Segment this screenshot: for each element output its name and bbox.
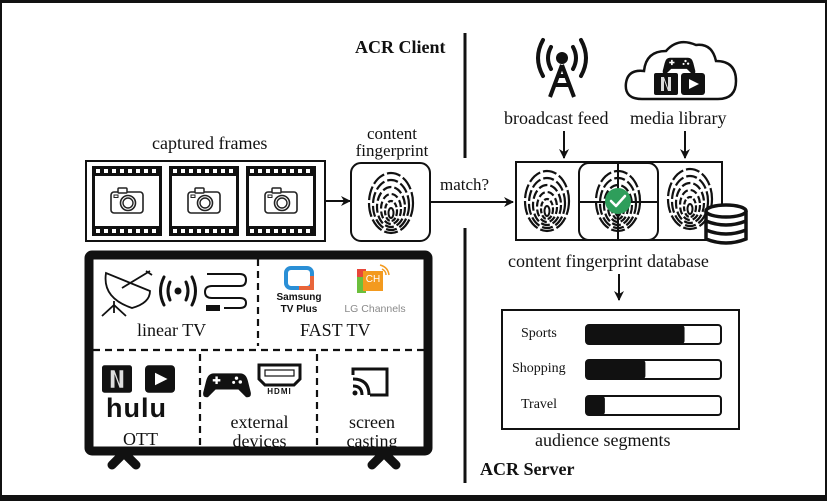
segment-bars [585,324,722,416]
segment-bar-fill-shopping [586,360,646,379]
segment-bar-fill-travel [586,396,605,415]
broadcast-signal-icon [159,275,197,307]
check-icon [609,194,627,208]
media-library-label: media library [630,108,727,128]
tv-screen-frame [84,250,433,456]
netflix-icon [102,365,132,393]
audience-segments-label: audience segments [535,430,671,450]
lg-ch-badge-text: CH [365,274,381,285]
linear-tv-label: linear TV [137,320,207,340]
film-frame-2 [169,166,239,236]
film-strip [85,160,326,242]
database-icon [704,203,748,245]
screen-casting-label-line1: screen [349,412,395,432]
segment-label-travel: Travel [521,397,558,412]
camera-icon [264,187,298,214]
segment-label-shopping: Shopping [512,361,566,376]
content-fingerprint-label-line2: fingerprint [355,141,429,160]
segment-bar-fill-sports [586,325,685,344]
lg-channels-logo-text: LG Channels [344,303,406,315]
broadcast-feed-label: broadcast feed [504,108,609,128]
samsung-logo-text-1: Samsung [276,292,322,303]
youtube-icon [681,73,705,95]
satellite-dish-icon [101,270,153,317]
fast-tv-label: FAST TV [300,320,371,340]
samsung-tv-plus-logo [284,266,314,290]
samsung-logo-text-2: TV Plus [280,304,318,315]
youtube-icon [145,365,175,393]
diagram-canvas: ACR Client ACR Server captured frames co… [2,3,825,495]
hdmi-icon [257,363,302,387]
segment-label-sports: Sports [521,326,557,341]
hdmi-logo-text: HDMI [267,387,292,396]
hulu-logo: hulu [106,393,167,423]
acr-server-label: ACR Server [480,459,575,479]
match-check-badge [605,188,631,214]
cable-icon [203,273,248,311]
cast-icon [351,367,389,397]
content-fingerprint-label-line1: content [366,124,418,143]
film-frame-3 [246,166,316,236]
broadcast-tower-icon [536,38,588,98]
external-devices-label-line1: external [230,412,289,432]
camera-icon [110,187,144,214]
media-library-cloud-icon [624,40,738,101]
camera-icon [187,187,221,214]
netflix-icon [654,73,678,95]
diagram-graphics [84,33,748,483]
film-frame-1 [92,166,162,236]
ott-label: OTT [123,429,158,449]
segment-bar-travel [585,395,722,416]
lg-channels-logo [357,264,390,293]
acr-client-label: ACR Client [355,37,446,57]
screen-casting-label-line2: casting [346,431,398,451]
captured-frames-label: captured frames [152,133,268,153]
match-label: match? [440,175,490,194]
tv-icon [84,250,433,470]
database-label: content fingerprint database [508,251,709,271]
external-devices-label-line2: devices [232,431,287,451]
